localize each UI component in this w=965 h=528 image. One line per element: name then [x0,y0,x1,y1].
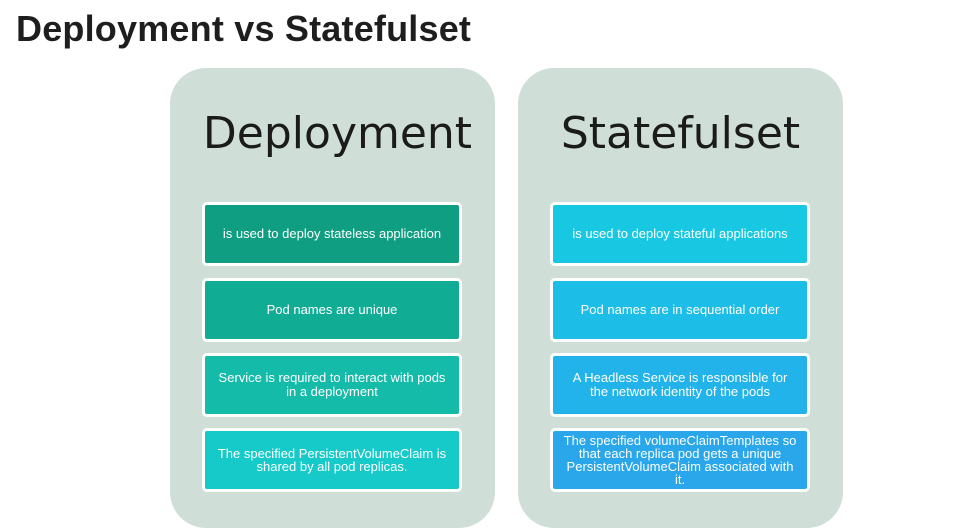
statefulset-heading: Statefulset [560,108,801,159]
statefulset-card-1: is used to deploy stateful applications [550,202,810,266]
statefulset-card-3: A Headless Service is responsible for th… [550,353,810,417]
deployment-card-3: Service is required to interact with pod… [202,353,462,417]
deployment-heading: Deployment [202,108,473,159]
statefulset-panel: Statefulset is used to deploy stateful a… [518,68,843,528]
deployment-card-1: is used to deploy stateless application [202,202,462,266]
deployment-card-2: Pod names are unique [202,278,462,342]
statefulset-card-2: Pod names are in sequential order [550,278,810,342]
deployment-panel: Deployment is used to deploy stateless a… [170,68,495,528]
page-title: Deployment vs Statefulset [16,8,472,49]
statefulset-card-4: The specified volumeClaimTemplates so th… [550,428,810,492]
deployment-card-4: The specified PersistentVolumeClaim is s… [202,428,462,492]
